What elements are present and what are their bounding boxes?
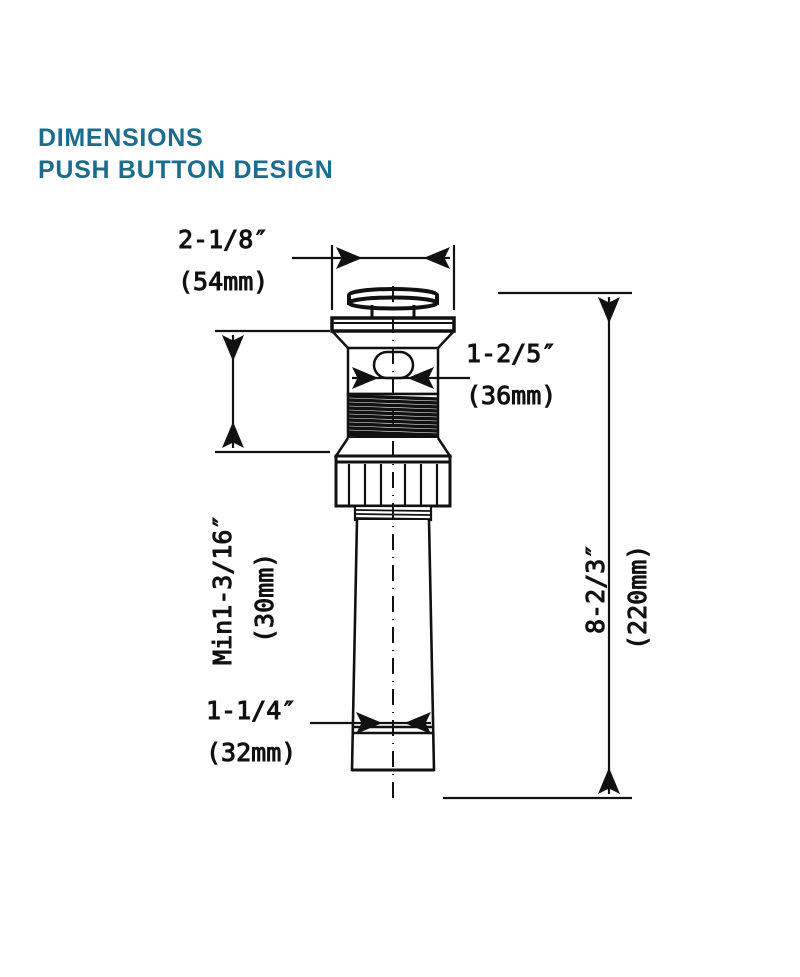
body-shoulder xyxy=(331,330,455,349)
dim-label-tailpipe-imperial: 1-1/4″ xyxy=(206,696,296,725)
dim-label-flange-imperial: 2-1/8″ xyxy=(178,225,268,254)
title-line-dimensions: DIMENSIONS xyxy=(38,124,204,152)
title-block: DIMENSIONS PUSH BUTTON DESIGN xyxy=(38,122,334,186)
dim-label-body-metric: (36mm) xyxy=(466,381,556,410)
dimension-overall-height xyxy=(443,291,632,800)
dim-label-min-metric: (30mm) xyxy=(250,553,279,643)
dim-label-min-imperial: Min1-3/16″ xyxy=(208,514,237,665)
dim-label-flange-metric: (54mm) xyxy=(178,267,268,296)
dim-label-tailpipe-metric: (32mm) xyxy=(206,738,296,767)
dimension-flange-diameter xyxy=(292,245,456,310)
dim-label-overall-imperial: 8-2/3″ xyxy=(581,544,610,634)
title-line-push-button-design: PUSH BUTTON DESIGN xyxy=(38,156,334,184)
dimension-min-thread-length xyxy=(215,329,330,454)
dim-label-body-imperial: 1-2/5″ xyxy=(466,339,556,368)
dim-label-overall-metric: (220mm) xyxy=(623,545,652,650)
